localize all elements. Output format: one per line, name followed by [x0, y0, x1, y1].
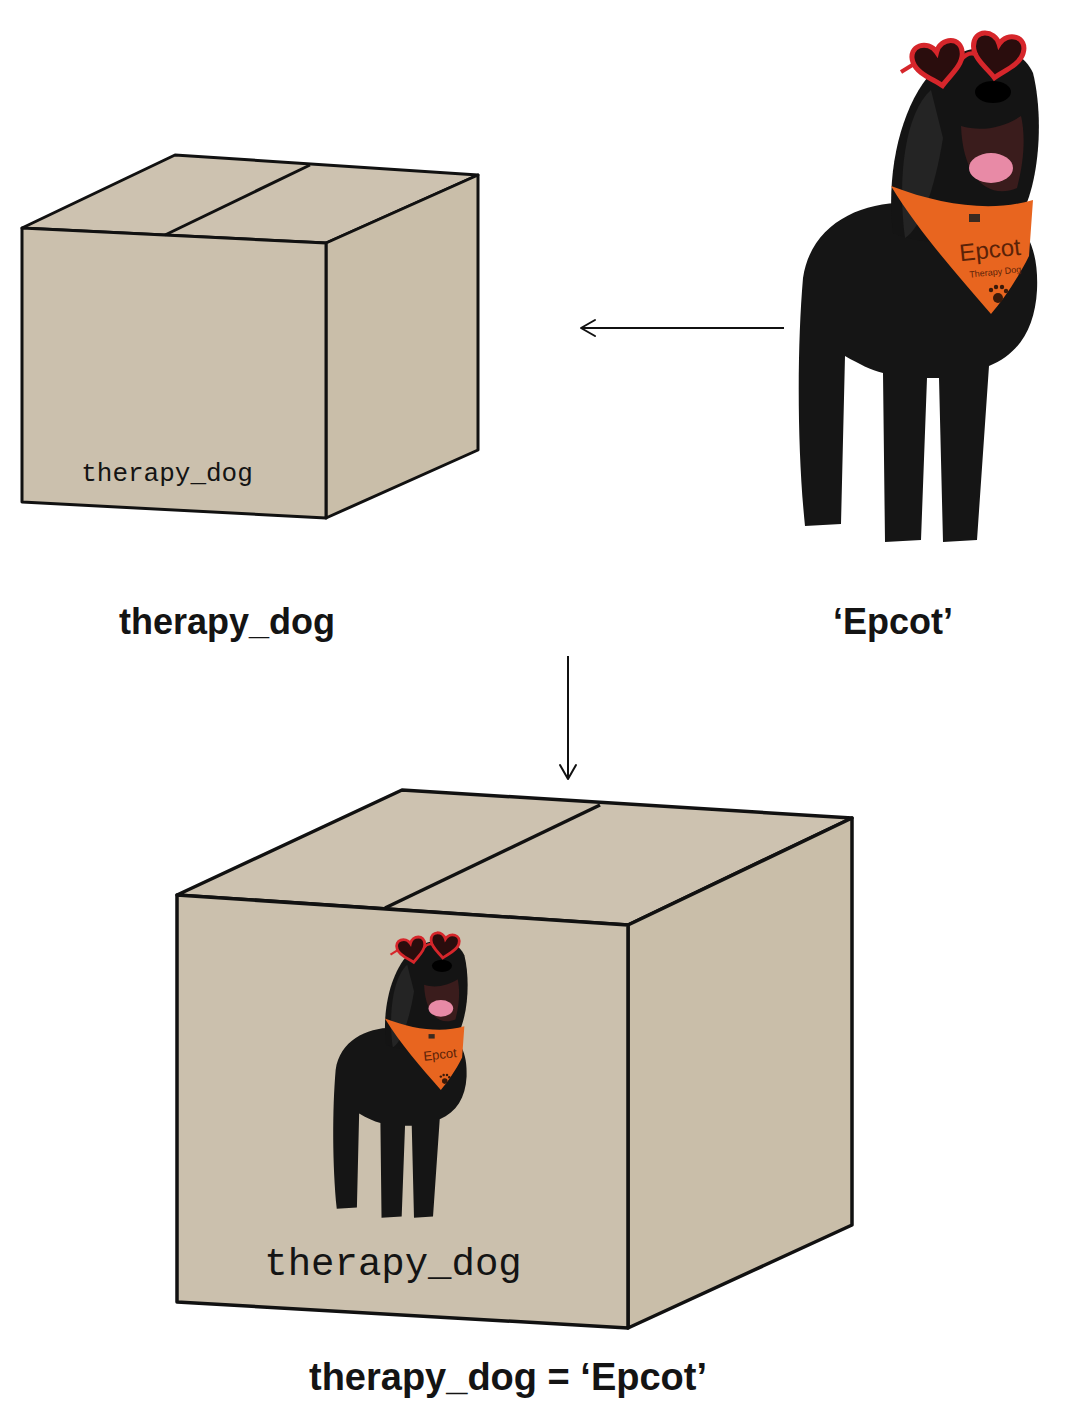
- arrow-head: [581, 320, 595, 336]
- cardboard-box-outline: [170, 785, 860, 1410]
- assigned-variable-box: therapy_dog therapy_dog = ‘Epcot’: [170, 785, 860, 1410]
- arrow-shaft: [567, 656, 569, 779]
- arrow-shaft: [581, 327, 784, 329]
- box-face: [22, 228, 326, 518]
- box-face: [326, 175, 478, 518]
- bandana-text: Epcot: [423, 1046, 457, 1062]
- text-anchor: therapy_dog = ‘Epcot’: [309, 1356, 707, 1400]
- cardboard-box-outline: [15, 145, 575, 650]
- text-anchor: Epcot: [423, 1043, 458, 1064]
- variable-name: therapy_dog: [81, 460, 253, 490]
- text-anchor: ‘Epcot’: [833, 601, 953, 642]
- box-tape-line: [165, 165, 310, 235]
- box-tape-line: [385, 805, 600, 908]
- assignment-arrow: [560, 656, 576, 779]
- heading: therapy_dog: [119, 601, 335, 642]
- assignment-caption: therapy_dog = ‘Epcot’: [309, 1356, 707, 1400]
- variable-box: therapy_dog therapy_dog: [15, 145, 575, 650]
- variable-name: therapy_dog: [264, 1243, 521, 1288]
- box-face: [177, 895, 628, 1328]
- box-face: [628, 818, 852, 1328]
- arrow-head: [560, 765, 576, 779]
- dog-photo: [799, 31, 1039, 542]
- text-anchor: therapy_dog: [119, 601, 335, 642]
- value-label: ‘Epcot’: [833, 601, 953, 642]
- text-anchor: therapy_dog: [81, 460, 253, 490]
- value-node: ‘Epcot’: [790, 25, 1050, 650]
- text-anchor: therapy_dog: [264, 1243, 521, 1288]
- assignment-arrow: [581, 320, 784, 336]
